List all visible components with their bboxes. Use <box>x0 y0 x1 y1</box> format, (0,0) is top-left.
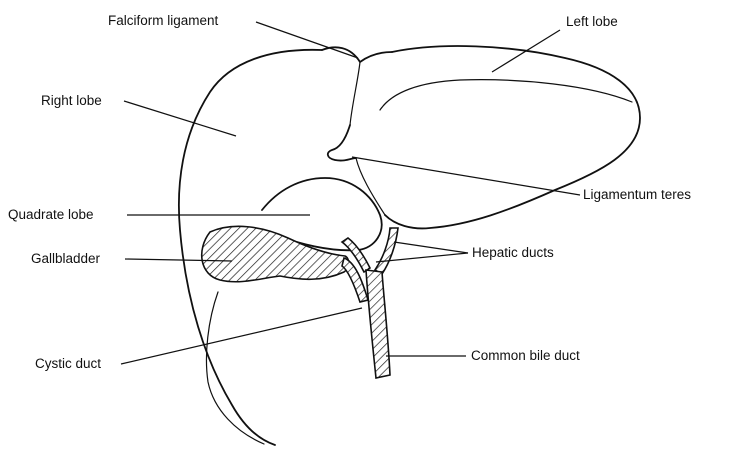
leader-cystic-duct <box>121 308 362 364</box>
label-common-bile-duct: Common bile duct <box>471 348 580 364</box>
label-cystic-duct: Cystic duct <box>35 356 101 372</box>
leader-falciform <box>256 22 358 58</box>
label-hepatic-ducts: Hepatic ducts <box>472 245 554 261</box>
label-right-lobe: Right lobe <box>41 93 102 109</box>
falciform-fold <box>350 62 360 125</box>
common-bile-duct-shape <box>366 270 390 378</box>
gallbladder-shape <box>202 226 349 281</box>
left-lobe-inner-curve <box>380 80 632 110</box>
leader-ligamentum-teres <box>352 157 580 195</box>
leader-hepatic-ducts-2 <box>394 242 468 253</box>
leader-right-lobe <box>124 101 236 136</box>
label-gallbladder: Gallbladder <box>31 251 100 267</box>
right-lobe-inner-edge <box>206 292 264 444</box>
label-quadrate-lobe: Quadrate lobe <box>8 207 94 223</box>
leader-left-lobe <box>492 30 560 72</box>
ligamentum-teres-notch <box>328 125 356 161</box>
label-falciform-ligament: Falciform ligament <box>108 13 218 29</box>
label-ligamentum-teres: Ligamentum teres <box>583 187 691 203</box>
label-left-lobe: Left lobe <box>566 14 618 30</box>
left-lobe-lower-line <box>356 158 385 215</box>
